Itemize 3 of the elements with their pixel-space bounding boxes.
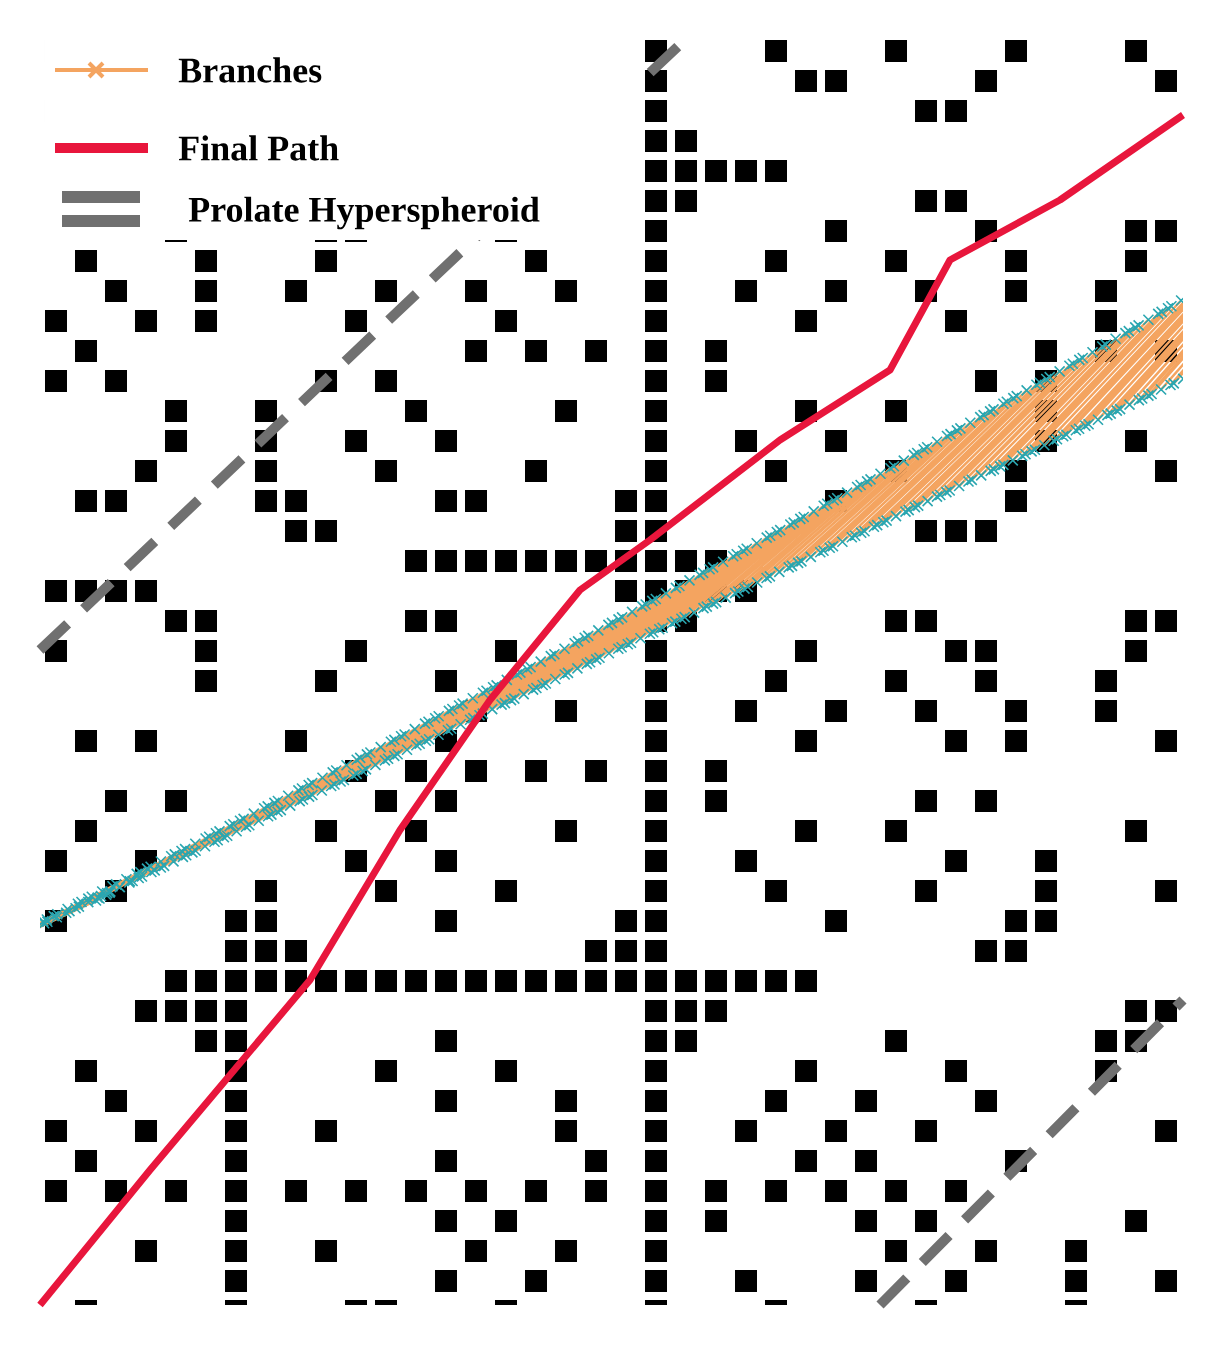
legend-text: Final Path [178, 135, 339, 161]
legend-text: Prolate Hyperspheroid [188, 196, 540, 230]
legend-text: Branches [178, 57, 322, 83]
